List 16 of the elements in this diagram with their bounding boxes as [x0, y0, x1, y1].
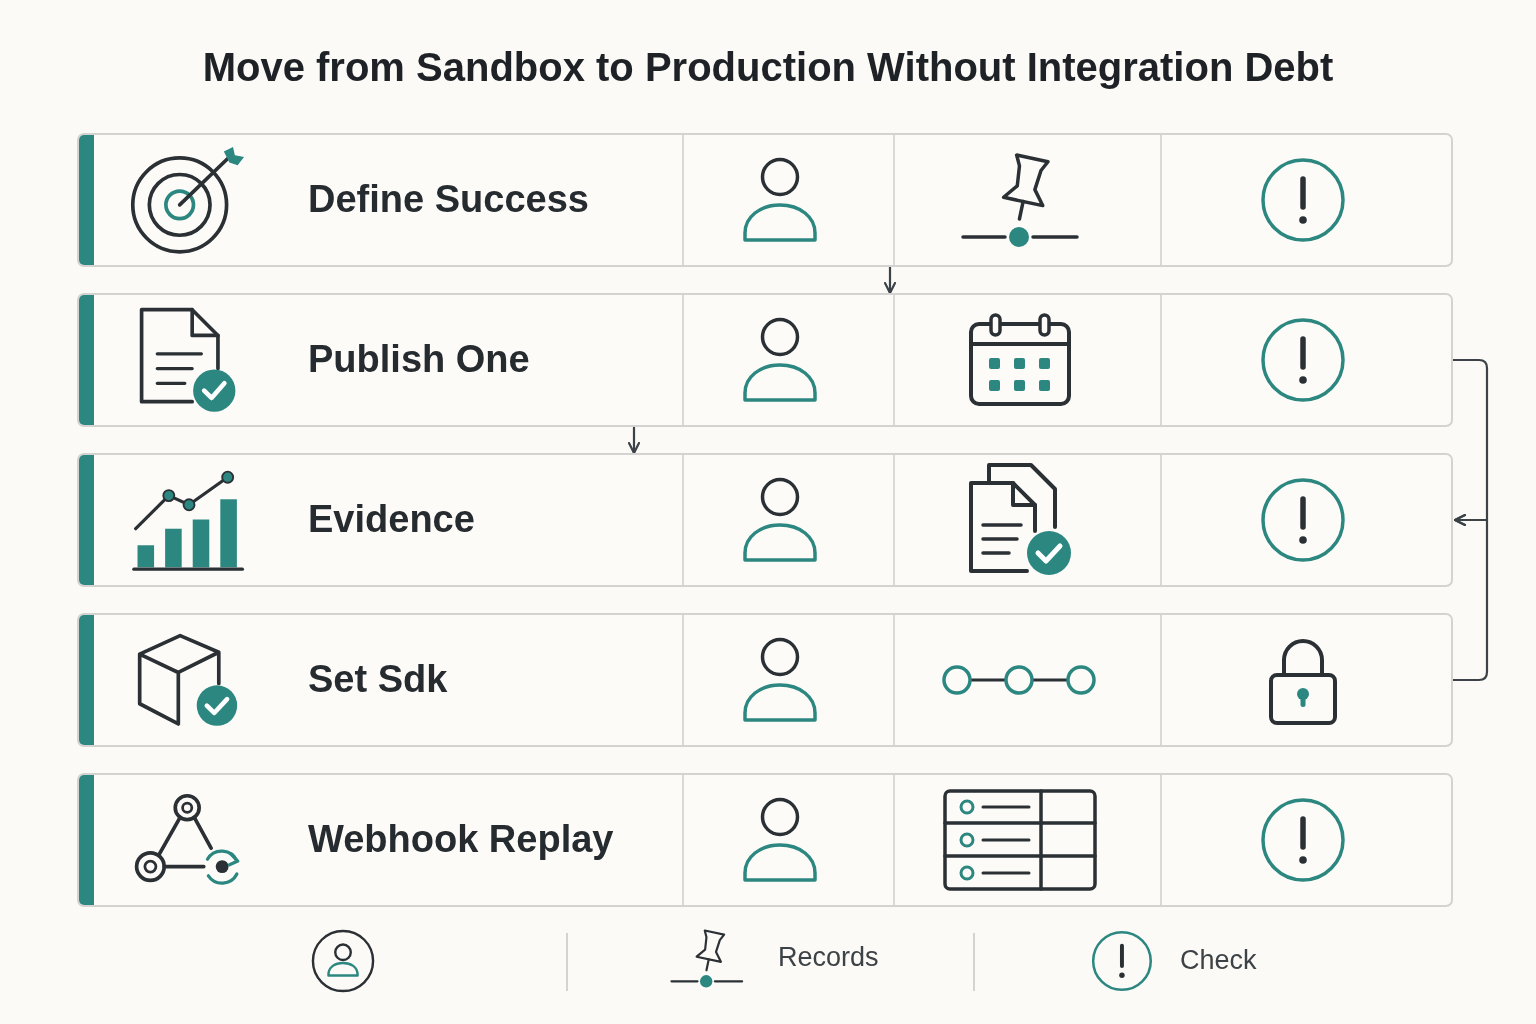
step-row	[77, 293, 1453, 427]
arrow	[883, 265, 897, 295]
arrow	[627, 425, 641, 455]
legend-label: Records	[778, 942, 879, 974]
step-row	[77, 613, 1453, 747]
diagram-title: Move from Sandbox to Production Without Integration Debt	[202, 44, 1334, 90]
step-title: Webhook Replay	[308, 818, 614, 862]
step-title: Evidence	[308, 498, 475, 542]
arrow	[1451, 513, 1489, 682]
legend-label: Check	[1180, 945, 1257, 977]
step-row	[77, 133, 1453, 267]
step-row	[77, 453, 1453, 587]
step-title: Publish One	[308, 338, 530, 382]
step-row	[77, 773, 1453, 907]
step-title: Set Sdk	[308, 658, 448, 702]
step-title: Define Success	[308, 178, 589, 222]
